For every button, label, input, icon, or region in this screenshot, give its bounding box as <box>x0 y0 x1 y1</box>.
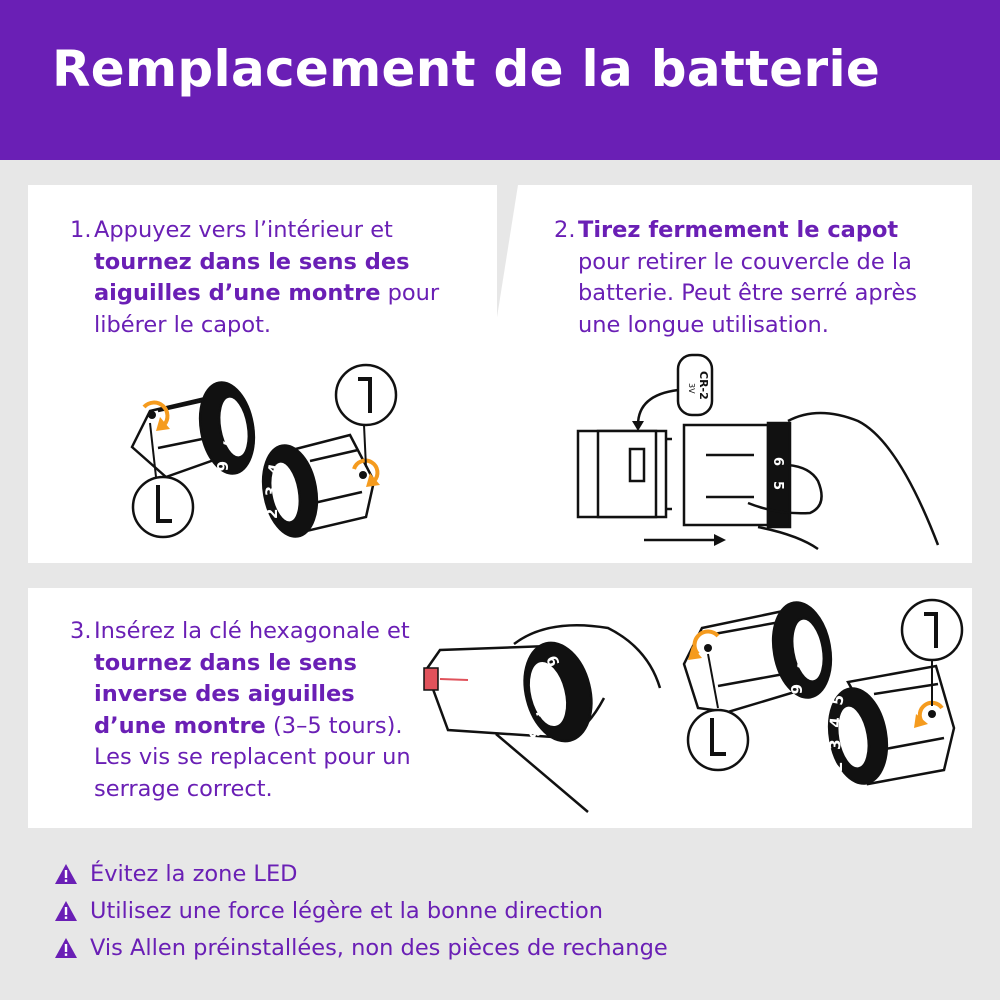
dial-digit: 2 <box>828 762 846 772</box>
counterclockwise-arrow-icon <box>914 700 944 728</box>
step-2-emphasis: Tirez fermement le capot <box>578 217 899 243</box>
step-2-panel: 2. Tirez fermement le capot pour retirer… <box>458 185 972 563</box>
step-3-emphasis: tournez dans le sens inverse des aiguill… <box>94 649 357 739</box>
lock-rotation-illustration-1: 8 7 6 4 3 2 <box>130 363 398 539</box>
battery-voltage: 3V <box>687 383 696 394</box>
dial-digit: 2 <box>263 509 281 519</box>
rotation-arrow-icon <box>352 458 380 487</box>
hex-key-icon <box>686 708 750 772</box>
dial-digit: 8 <box>224 415 244 428</box>
dial-digit: 6 <box>787 684 805 694</box>
step-1-panel: 1. Appuyez vers l’intérieur et tournez d… <box>28 185 497 563</box>
dial-digit: 6 <box>770 457 785 466</box>
dial-digit: 7 <box>793 661 812 673</box>
lock-cylinder-illustration <box>130 381 256 479</box>
dial-digit: 5 <box>770 481 785 490</box>
step-1-text: 1. Appuyez vers l’intérieur et tournez d… <box>70 217 440 338</box>
warning-triangle-icon <box>55 938 77 958</box>
dial-digit: 7 <box>219 438 238 450</box>
dial-digit: 5 <box>828 693 848 706</box>
hand-outline <box>747 411 940 551</box>
dial-digit: 3 <box>262 485 281 497</box>
dial-digit: 3 <box>826 739 844 750</box>
dial-digit: 4 <box>264 462 284 475</box>
reinstall-illustration: 6 5 4 3 8 7 6 <box>423 598 964 813</box>
dial-digit: 8 <box>798 638 818 651</box>
step-1-number: 1. <box>70 217 92 243</box>
step-1-emphasis: tournez dans le sens des aiguilles d’une… <box>94 248 410 307</box>
warning-triangle-icon <box>55 864 77 884</box>
battery-icon <box>676 353 714 417</box>
dial-digit: 4 <box>826 716 845 728</box>
step-2-number: 2. <box>554 217 576 243</box>
step-3-number: 3. <box>70 618 92 644</box>
dial-digit: 6 <box>213 461 231 471</box>
hex-key-icon <box>900 598 964 662</box>
rotation-arrow-icon <box>142 400 170 431</box>
led-zone-icon <box>423 667 439 691</box>
warning-item: Vis Allen préinstallées, non des pièces … <box>54 932 668 969</box>
step-2-text: 2. Tirez fermement le capot pour retirer… <box>554 217 918 338</box>
header-banner: Remplacement de la batterie <box>0 0 1000 160</box>
cover-removal-illustration: CR-2 3V 6 5 <box>576 353 940 551</box>
warning-item: Évitez la zone LED <box>54 858 668 895</box>
battery-label: CR-2 <box>697 371 710 400</box>
hex-key-icon <box>131 475 195 539</box>
warning-triangle-icon <box>55 901 77 921</box>
warnings-list: Évitez la zone LED Utilisez une force lé… <box>54 858 668 969</box>
step-3-text: 3. Insérez la clé hexagonale et tournez … <box>70 618 411 802</box>
step-3-panel: 3. Insérez la clé hexagonale et tournez … <box>28 588 972 828</box>
counterclockwise-arrow-icon <box>688 629 720 660</box>
hex-key-icon <box>334 363 398 427</box>
page-title: Remplacement de la batterie <box>52 40 881 98</box>
warning-item: Utilisez une force légère et la bonne di… <box>54 895 668 932</box>
